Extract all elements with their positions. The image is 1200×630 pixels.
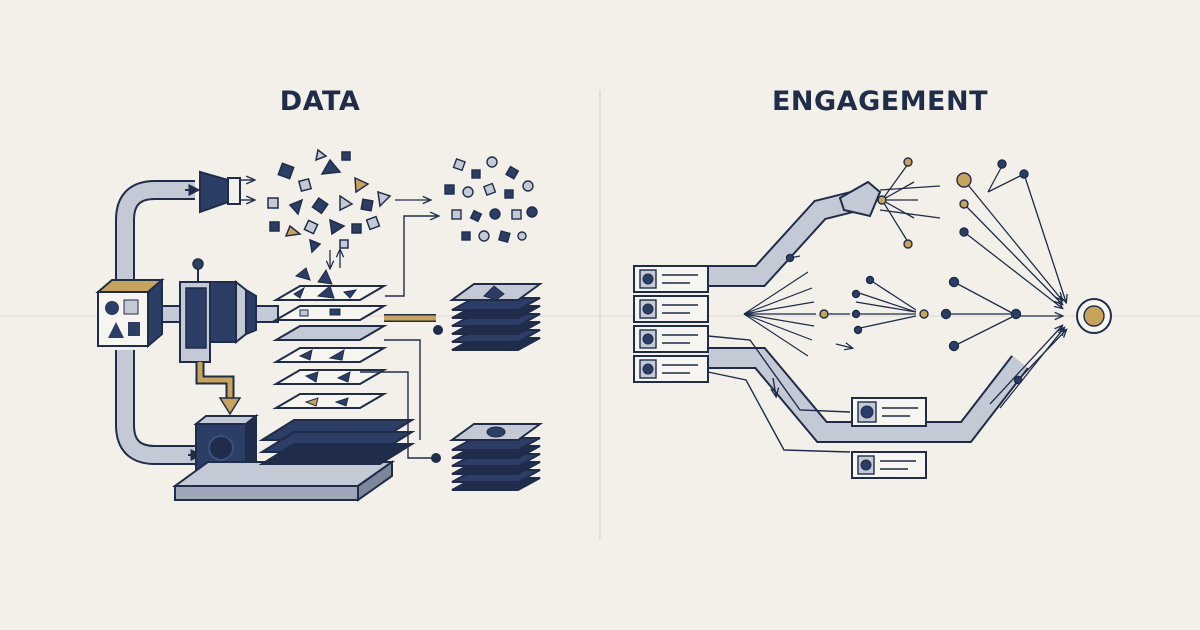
raw-data-scatter-2 [444, 156, 538, 243]
data-pipeline [95, 148, 544, 502]
funnel-icon [199, 170, 254, 214]
data-heading: DATA [279, 86, 361, 117]
user-card-icon [633, 325, 709, 353]
user-card-icon [633, 265, 709, 293]
output-stack-bottom [448, 423, 544, 491]
profile-cards [633, 265, 927, 479]
node-network [789, 163, 1066, 409]
pipe-bottom-outline [115, 350, 200, 465]
user-card-icon [633, 295, 709, 323]
data-layer-stack [258, 285, 416, 465]
output-stack-top [448, 283, 544, 351]
user-card-icon [851, 451, 927, 479]
target-icon [1076, 298, 1112, 334]
base-platform [171, 461, 396, 487]
engagement-heading: ENGAGEMENT [771, 86, 989, 117]
gold-funnel-icon [218, 397, 242, 416]
raw-data-scatter-1 [267, 148, 392, 254]
user-card-icon [851, 397, 927, 427]
user-card-icon [633, 355, 709, 383]
press-machine [179, 258, 279, 363]
funnel-icon [838, 180, 882, 218]
nodes [785, 157, 1029, 385]
shapes-cube-icon [95, 277, 165, 349]
engagement-network [633, 157, 1112, 479]
